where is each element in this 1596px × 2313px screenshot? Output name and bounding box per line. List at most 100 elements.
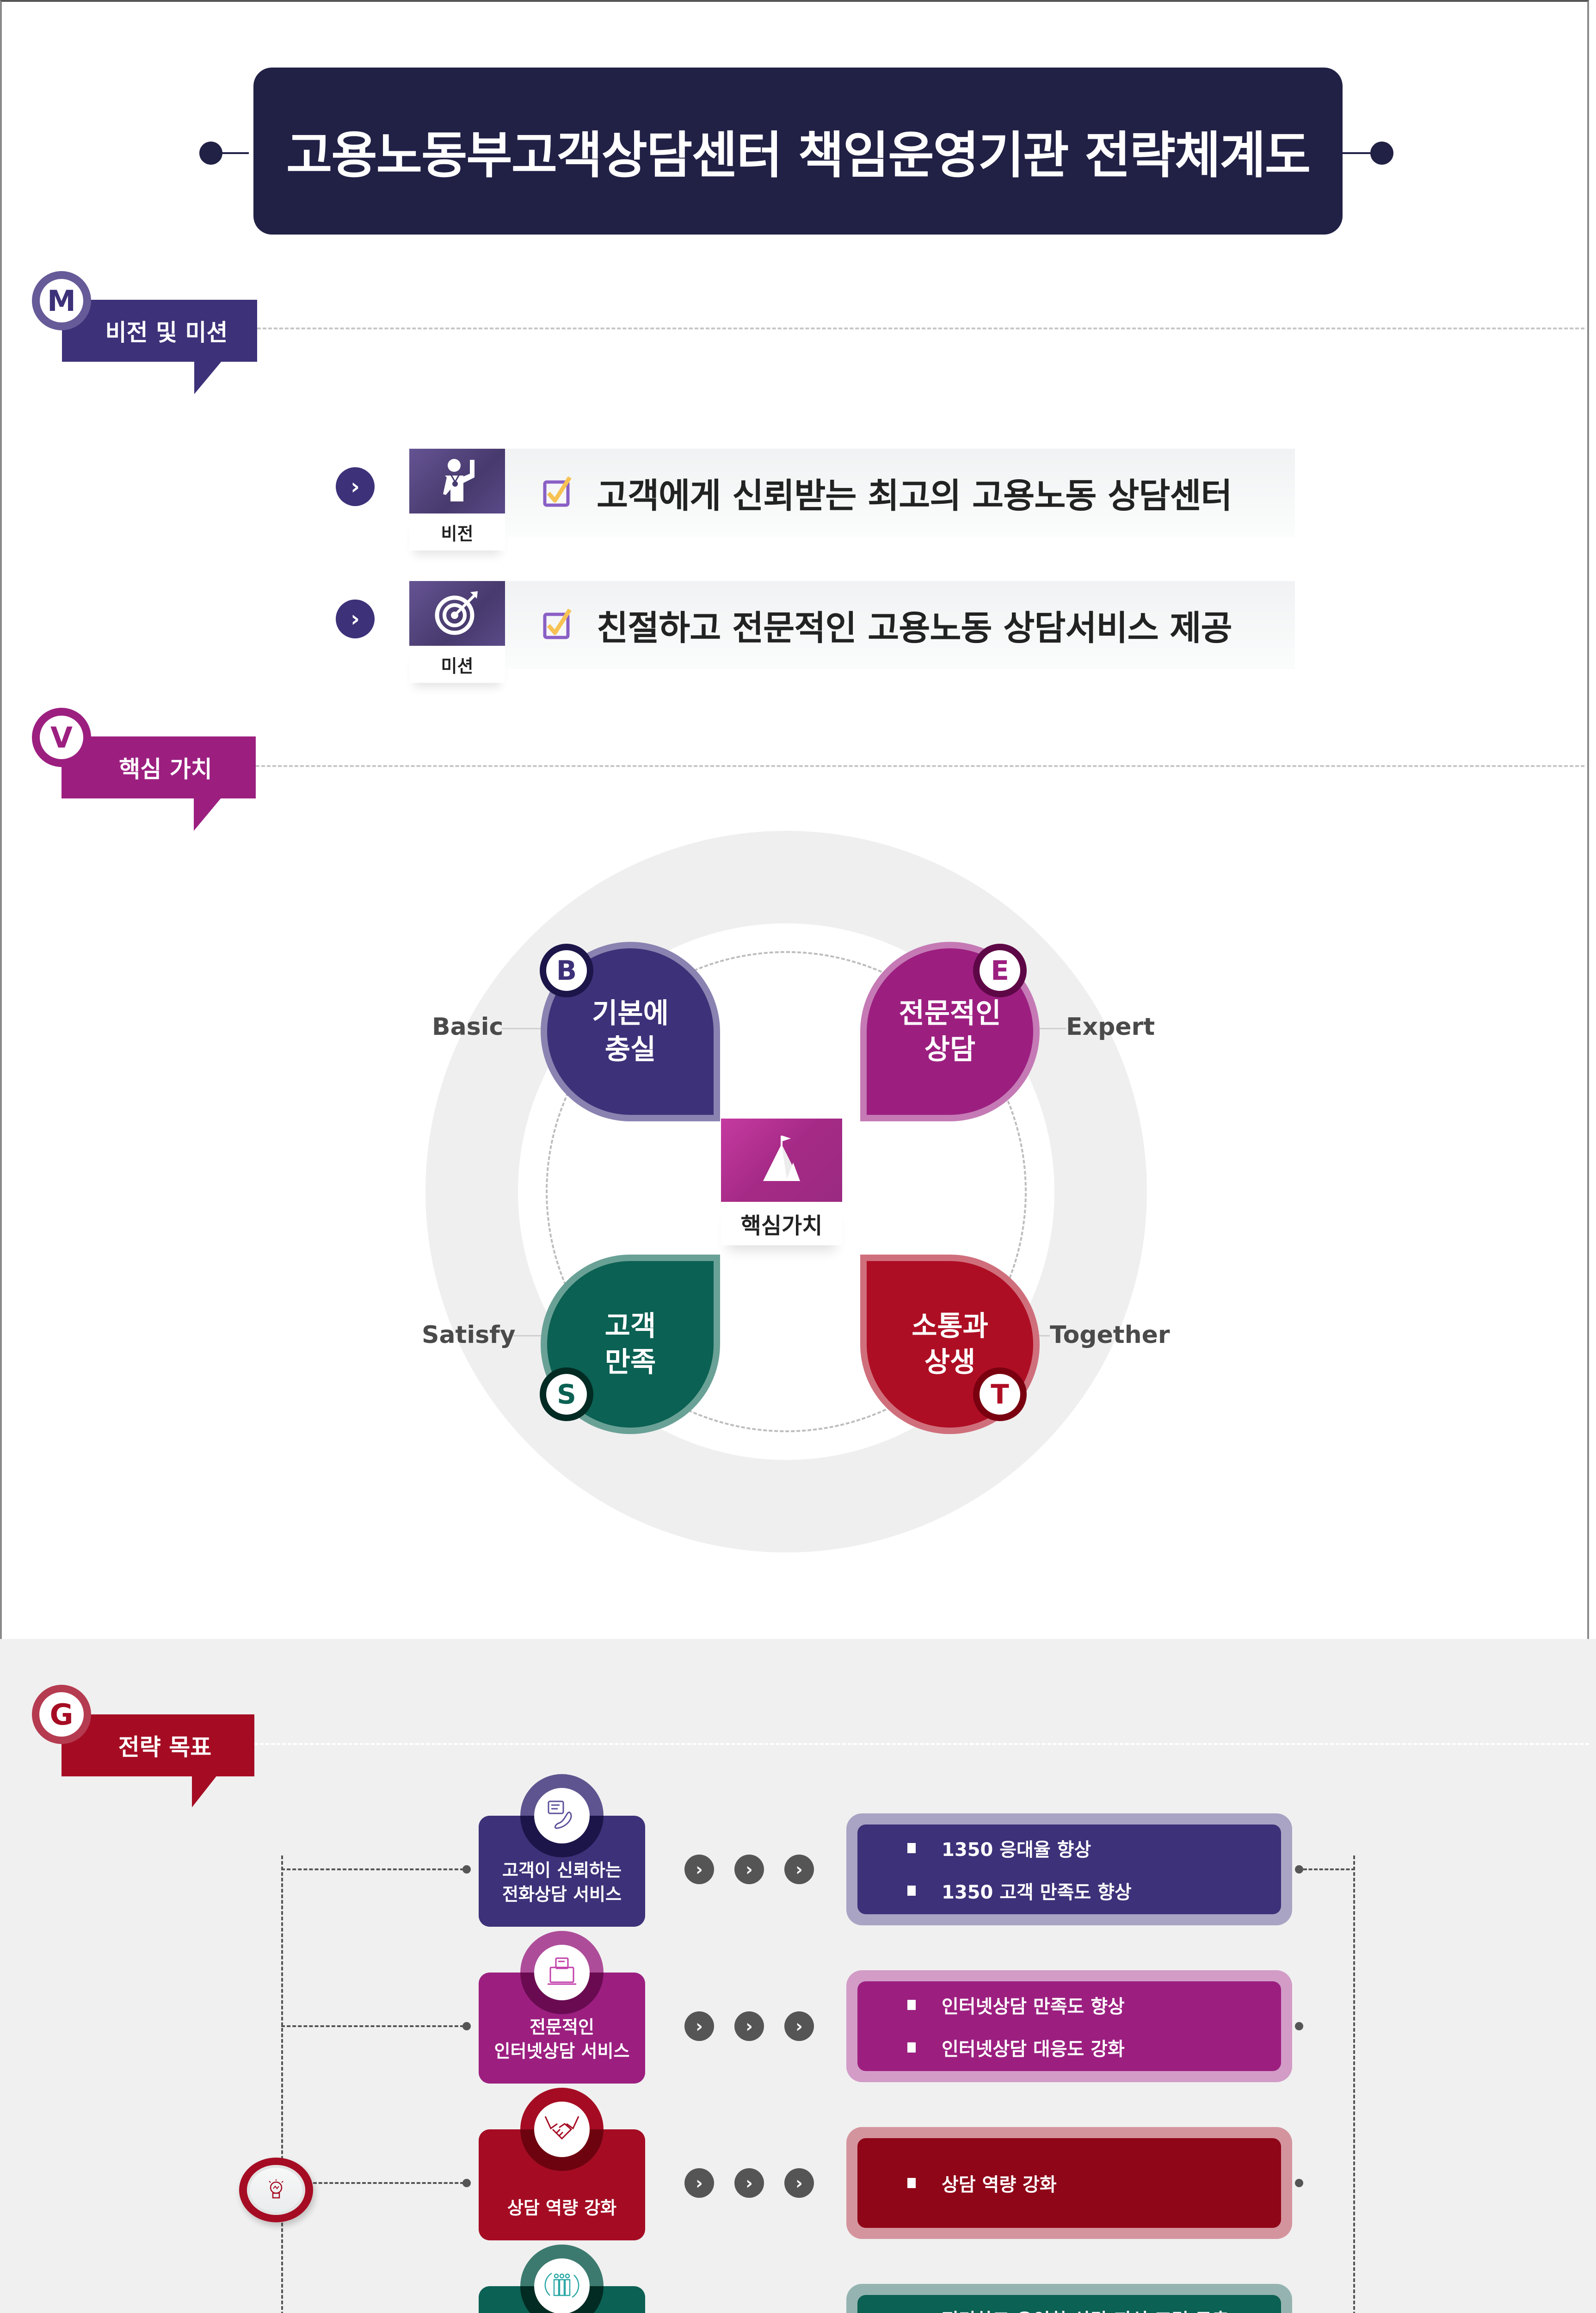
value-line-1: 기본에 [592,997,669,1030]
vm-statement-panel: 고객에게 신뢰받는 최고의 고용노동 상담센터 [505,449,1295,537]
core-values-label: 핵심가치 [721,1202,842,1245]
value-line-2: 충실 [604,1033,656,1066]
chevron-right-icon: › [784,2011,814,2041]
goal-objective: 인터넷상담 대응도 강화 [907,2034,1281,2061]
section-badge-values: V [40,716,83,759]
values-dashed-circle [546,951,1027,1432]
section-title: 비전 및 미션 [105,319,228,346]
checkbox-check-icon [543,609,572,639]
people-cycle-icon [543,2267,580,2306]
value-english-label: Satisfy [422,1321,516,1349]
section-label-mission: 비전 및 미션 [62,300,257,362]
handshake-icon [543,2110,580,2149]
goal-title-line-2: 전화상담 서비스 [502,1884,622,1905]
target-icon [434,589,481,637]
badge-letter: B [556,955,577,986]
left-branch-connector [281,1868,464,1870]
badge-letter: G [49,1697,74,1732]
vm-tag: 비전 [409,513,505,550]
section-label-goals: 전략 목표 [62,1714,254,1776]
goal-objectives-panel: 편리하고 유익한 상담 지식 포털 구축고객의 소리 행정환류 강화 [846,2284,1292,2313]
goal-icon-bubble [520,1774,604,1857]
badge-letter: M [47,284,76,318]
value-english-label: Expert [1066,1013,1155,1041]
lightbulb-icon [269,2179,283,2199]
section-badge-goals: G [39,1692,84,1737]
goal-icon-circle [534,2102,590,2157]
connector-dot [1295,1865,1303,1874]
goal-title-line-1: 전문적인 [530,2017,594,2037]
goal-objectives-list: 1350 응대율 향상 1350 고객 만족도 향상 [857,1824,1281,1914]
hub-branch-connector [313,2182,464,2184]
left-branch-connector [281,2025,464,2027]
badge-letter: S [557,1379,576,1410]
chevron-right-icon: › [784,1855,814,1884]
connector-dot [1295,2179,1303,2187]
goal-title: 고객이 신뢰하는 전화상담 서비스 [502,1858,622,1906]
person-medal-icon [437,457,478,505]
section-tail [192,1775,217,1807]
vm-statement: 친절하고 전문적인 고용노동 상담서비스 제공 [597,608,1232,648]
goal-objective: 1350 응대율 향상 [907,1835,1281,1862]
value-text: 기본에 충실 [592,996,669,1068]
vm-icon-box [409,581,505,646]
vm-statement: 고객에게 신뢰받는 최고의 고용노동 상담센터 [597,476,1232,516]
goal-title-line-1: 상담 역량 강화 [507,2198,617,2218]
value-connector [1024,1028,1066,1029]
hub-inner [247,2165,305,2215]
chevron-right-icon: › [684,2011,714,2041]
goal-title-line-2: 인터넷상담 서비스 [494,2041,630,2061]
connector-dot [462,1865,471,1874]
section-divider-mission [257,328,1584,329]
right-connector-trunk [1353,1855,1355,2313]
connector-dot [462,2179,471,2187]
goal-icon-circle [534,2258,590,2313]
section-title: 핵심 가치 [119,756,212,783]
page-title-banner: 고용노동부고객상담센터 책임운영기관 전략체계도 [253,68,1343,235]
phone-chat-icon [546,1799,578,1833]
goal-objectives-panel: 1350 응대율 향상 1350 고객 만족도 향상 [846,1813,1292,1925]
section-tail [194,798,222,831]
goal-title: 상담 역량 강화 [507,2196,616,2220]
chevron-right-icon: › [351,474,360,500]
value-text: 소통과 상생 [912,1308,988,1380]
header-left-dot [199,142,222,165]
vm-icon-box [409,449,505,513]
value-english-label: Basic [432,1013,504,1041]
value-letter-badge: S [546,1374,587,1415]
goal-icon-circle [534,1788,590,1843]
core-values-icon-box [721,1119,842,1202]
vm-bullet-arrow: › [336,467,375,506]
connector-dot [1295,2022,1303,2030]
vm-bullet-arrow: › [336,600,375,638]
chevron-right-icon: › [734,2168,764,2198]
section-divider-goals [254,1743,1589,1745]
header-right-dot [1370,142,1393,165]
vm-tag: 미션 [409,646,505,683]
header-right-connector [1343,152,1370,154]
badge-letter: T [991,1379,1009,1410]
badge-letter: E [991,955,1009,986]
goal-objectives-list: 상담 역량 강화 [857,2138,1281,2228]
vm-statement-panel: 친절하고 전문적인 고용노동 상담서비스 제공 [505,581,1295,669]
value-line-2: 상담 [924,1033,976,1066]
checkbox-check-icon [543,476,572,507]
goal-objective: 1350 고객 만족도 향상 [907,1877,1281,1904]
goal-objectives-list: 편리하고 유익한 상담 지식 포털 구축고객의 소리 행정환류 강화 [857,2295,1281,2313]
goal-icon-bubble [520,2088,604,2171]
chevron-right-icon: › [734,1855,764,1884]
section-tail [194,361,222,394]
left-connector-trunk [281,1855,283,2313]
value-line-1: 소통과 [912,1310,988,1342]
value-connector [502,1028,548,1029]
strategy-hub [239,2158,313,2222]
laptop-chat-icon [546,1955,578,1990]
value-line-2: 상생 [924,1346,976,1379]
header-left-connector [221,152,249,154]
value-letter-badge: T [980,1374,1020,1415]
value-connector [513,1335,548,1336]
connector-dot [462,2022,471,2030]
goal-objective: 편리하고 유익한 상담 지식 포털 구축 [907,2305,1281,2313]
goal-icon-circle [534,1945,590,2000]
chevron-right-icon: › [351,606,360,632]
